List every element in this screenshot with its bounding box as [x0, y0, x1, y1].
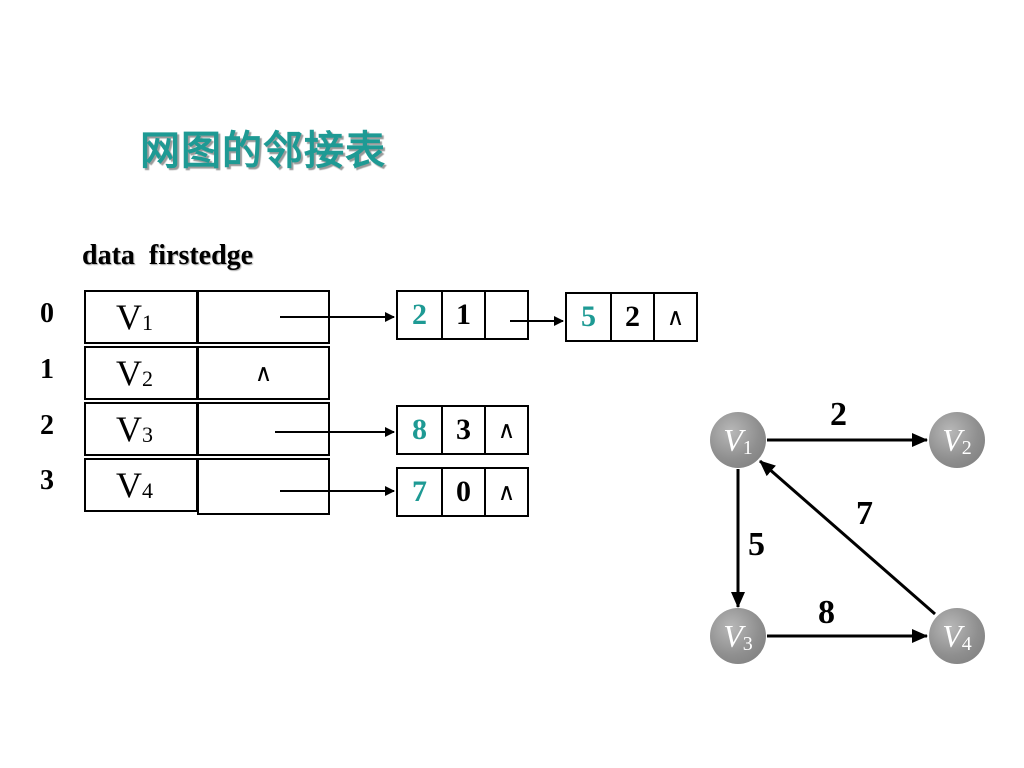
data-column-label: data	[82, 240, 135, 271]
edge-adjvex: 1	[441, 292, 484, 338]
edge-node: 2 1	[396, 290, 529, 340]
edge-adjvex: 0	[441, 469, 484, 515]
edge-next: ∧	[484, 469, 527, 515]
edge-weight: 8	[412, 413, 427, 446]
edge-next	[484, 292, 527, 338]
edge-next: ∧	[653, 294, 696, 340]
row-index-0: 0	[40, 298, 54, 329]
firstedge-cell	[197, 402, 330, 456]
row-index-2: 2	[40, 410, 54, 441]
edge-adjvex: 2	[610, 294, 653, 340]
edge-adjvex: 3	[441, 407, 484, 453]
edge-weight: 5	[581, 300, 596, 333]
page-title: 网图的邻接表	[140, 128, 386, 174]
row-index-3: 3	[40, 465, 54, 496]
edge-node: 5 2 ∧	[565, 292, 698, 342]
row-index-1: 1	[40, 354, 54, 385]
edge-weight: 2	[412, 298, 427, 331]
graph-edge-v4-v1	[759, 459, 936, 616]
edge-node: 8 3 ∧	[396, 405, 529, 455]
edge-next: ∧	[484, 407, 527, 453]
edge-weight-label: 8	[818, 594, 835, 631]
edge-weight-label: 7	[856, 495, 873, 532]
firstedge-column-label: firstedge	[148, 240, 254, 271]
column-headers: data firstedge	[82, 240, 253, 272]
edge-weight-label: 2	[830, 396, 847, 433]
edge-node: 7 0 ∧	[396, 467, 529, 517]
edge-weight: 7	[412, 475, 427, 508]
firstedge-cell: ∧	[197, 346, 330, 400]
edge-weight-label: 5	[748, 526, 765, 563]
firstedge-cell	[197, 458, 330, 515]
